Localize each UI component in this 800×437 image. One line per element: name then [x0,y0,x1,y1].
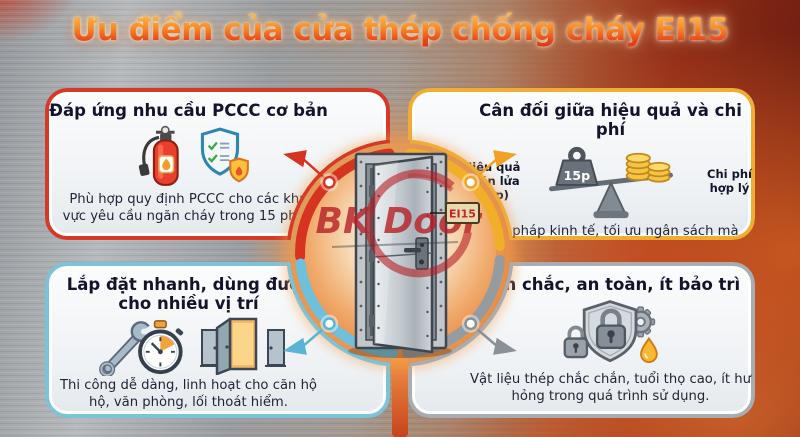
card-fast-install: Lắp đặt nhanh, dùng được cho nhiều vị tr… [45,262,390,418]
card-body: Thi công dễ dàng, linh hoạt cho căn hộ h… [59,377,318,410]
tools-stopwatch-icon [98,320,183,376]
coins-icon [625,152,670,183]
balance-scale-icon: 15p [548,146,673,219]
card-body: Vật liệu thép chắc chắn, tuổi thọ cao, í… [470,372,751,405]
card-icons [546,296,676,370]
card-durable: Bền chắc, an toàn, ít bảo trì [408,262,755,418]
padlock-icon [563,326,588,359]
card-title: Bền chắc, an toàn, ít bảo trì [480,275,741,294]
page-title: Ưu điểm của cửa thép chống cháy EI15 [0,12,800,48]
card-pccc-basic: Đáp ứng nhu cầu PCCC cơ bản Phù hợp quy … [45,88,390,240]
bottom-connector-band [392,347,408,437]
oil-drop-icon [639,337,658,364]
card-icons: Hiệu quả ngăn lửa (15p) 15p Chi phí hợp … [456,142,766,222]
card-body: Giải pháp kinh tế, tối ưu ngân sách mà v… [482,223,739,256]
fire-extinguisher-and-shield-icon [138,126,249,187]
weight-label: 15p [563,168,590,183]
card-cost-balance: Cân đối giữa hiệu quả và chi phí Hiệu qu… [408,88,755,256]
card-body: Phù hợp quy định PCCC cho các khu vực yê… [62,192,315,225]
label-fire-efficiency: Hiệu quả ngăn lửa (15p) [462,160,521,202]
card-icons [91,316,287,376]
doors-icon [199,317,286,375]
card-title: Lắp đặt nhanh, dùng được cho nhiều vị tr… [66,275,311,314]
door-handle [404,248,421,253]
card-title: Cân đối giữa hiệu quả và chi phí [479,101,742,140]
card-icons [128,122,250,190]
label-reasonable-cost: Chi phí hợp lý [707,167,752,195]
card-title: Đáp ứng nhu cầu PCCC cơ bản [49,101,328,120]
shield-lock-gear-icon [563,300,658,364]
